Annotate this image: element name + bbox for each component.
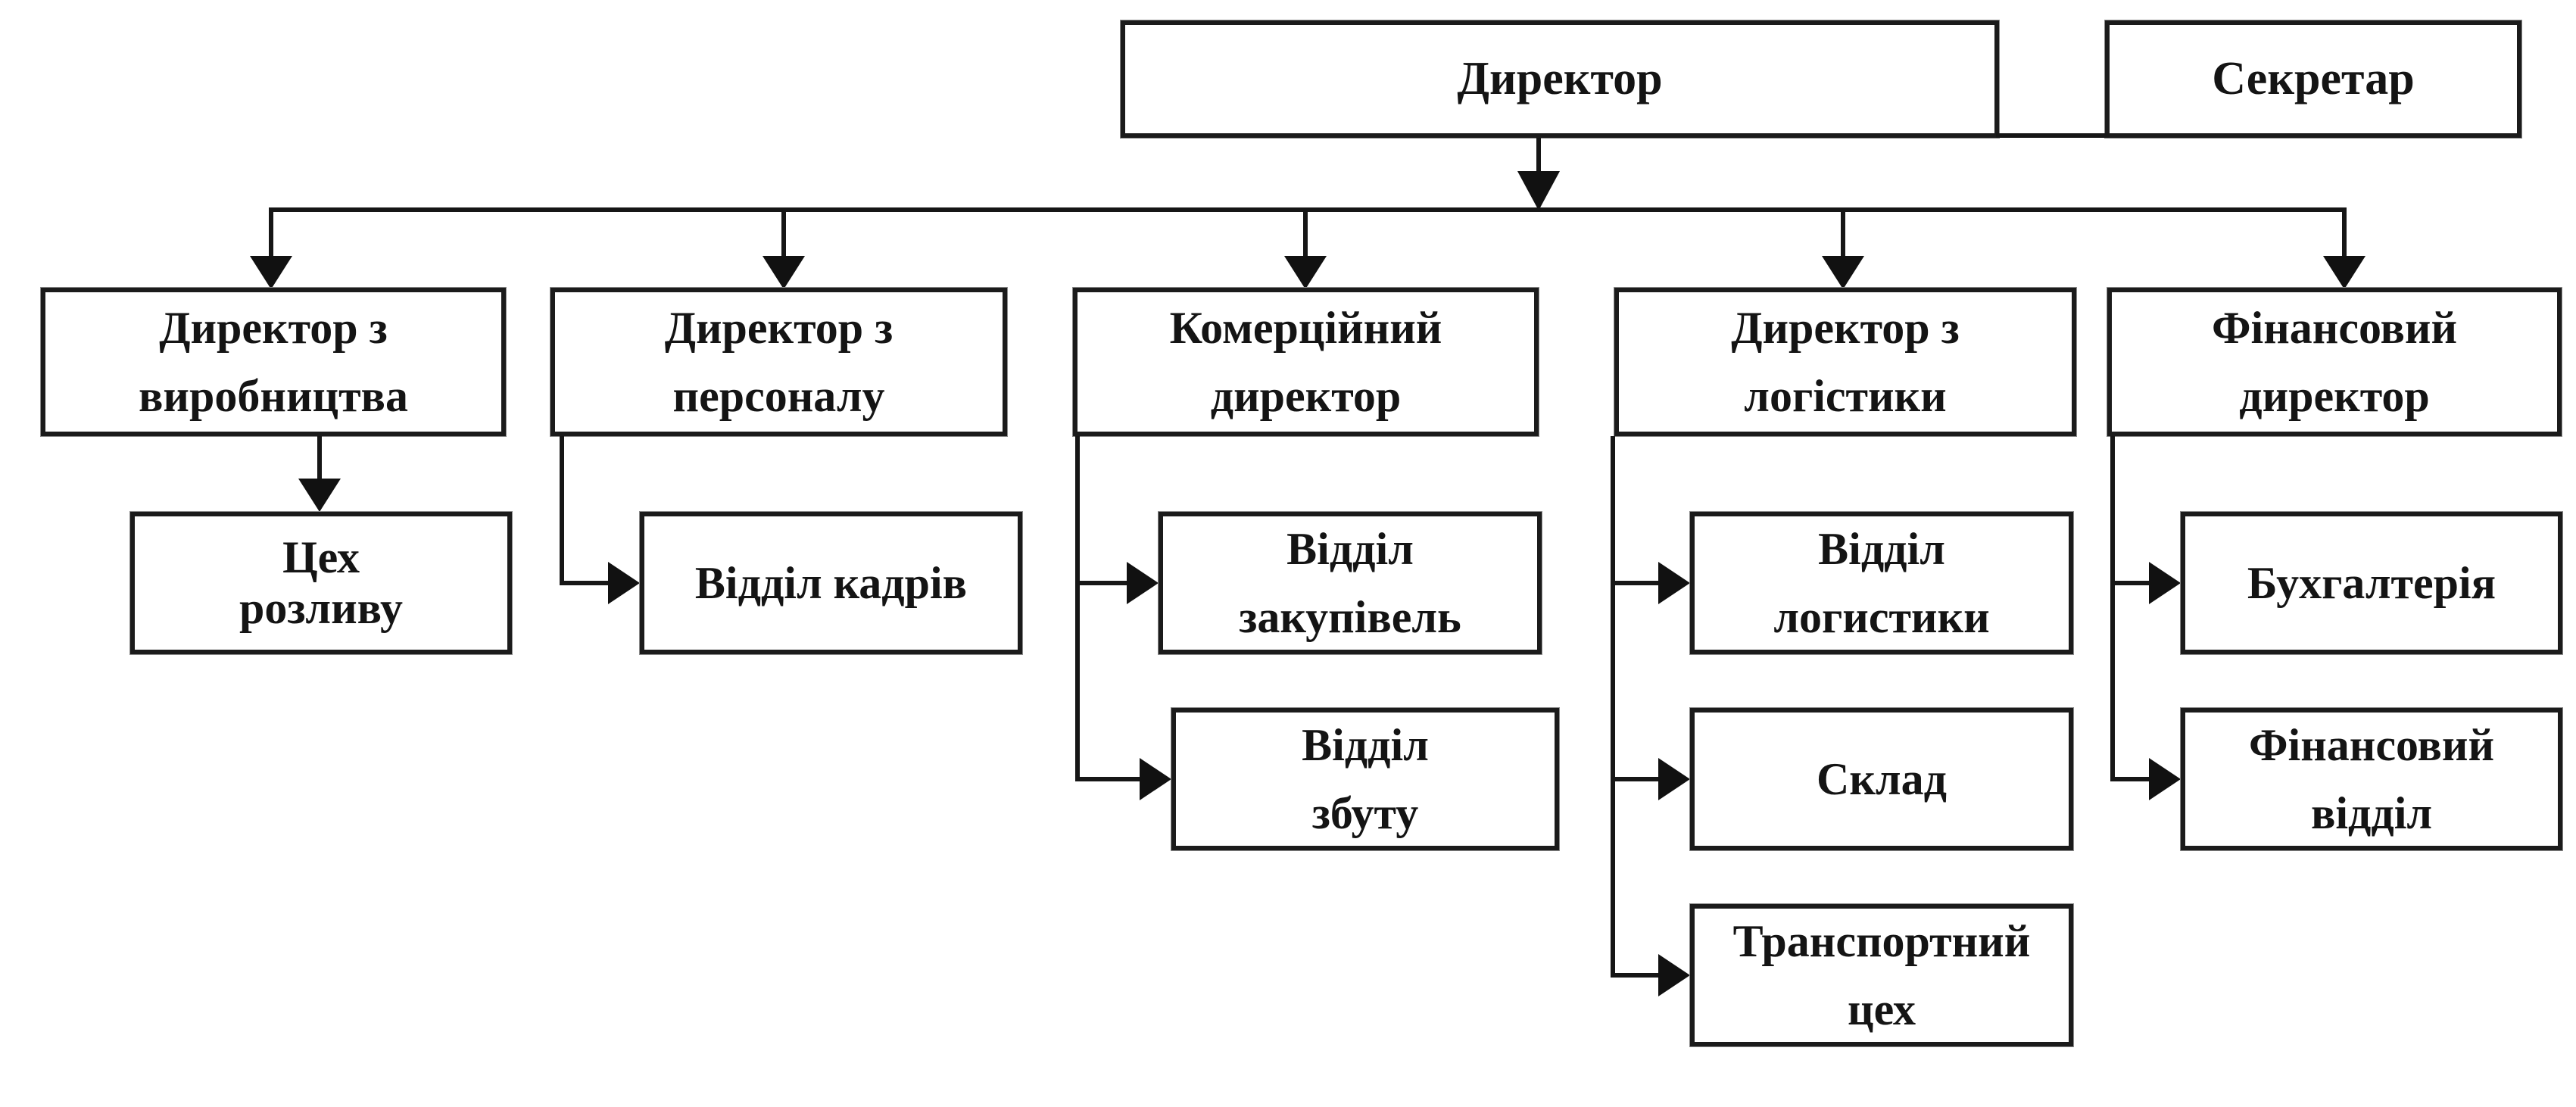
arrowhead-branch5-icon bbox=[2323, 256, 2365, 289]
node-hr-director: Директор з персоналу bbox=[550, 288, 1007, 436]
connector-branch2-drop bbox=[781, 209, 786, 259]
arrowhead-finance-dept-icon bbox=[2149, 758, 2181, 800]
node-accounting: Бухгалтерія bbox=[2181, 512, 2562, 654]
connector-distribution-line bbox=[269, 207, 2347, 212]
node-transport-shop: Транспортний цех bbox=[1690, 904, 2073, 1046]
node-sales-department: Відділ збуту bbox=[1171, 708, 1559, 850]
arrowhead-sales-icon bbox=[1140, 758, 1171, 800]
node-hr-department: Відділ кадрів bbox=[640, 512, 1022, 654]
connector-logistics-elbow-vertical bbox=[1611, 436, 1615, 978]
connector-accounting-horizontal bbox=[2110, 581, 2150, 585]
connector-director-secretary bbox=[1996, 133, 2110, 138]
node-financial-director: Фінансовий директор bbox=[2107, 288, 2562, 436]
arrowhead-logistics-dept-icon bbox=[1658, 562, 1690, 604]
node-secretary: Секретар bbox=[2105, 20, 2521, 138]
node-hr-department-label: Відділ кадрів bbox=[694, 558, 968, 608]
node-hr-director-line2: персоналу bbox=[672, 371, 885, 421]
node-commercial-director-line1: Комерційний bbox=[1169, 303, 1442, 353]
connector-finance-elbow-vertical bbox=[2110, 436, 2115, 781]
node-bottling-shop-line2: розливу bbox=[239, 583, 404, 633]
node-transport-line2: цех bbox=[1848, 984, 1916, 1034]
arrowhead-branch2-icon bbox=[763, 256, 805, 289]
connector-transport-horizontal bbox=[1611, 973, 1660, 978]
node-purchasing-department: Відділ закупівель bbox=[1159, 512, 1542, 654]
connector-purchasing-horizontal bbox=[1075, 581, 1128, 585]
connector-logistics-dept-horizontal bbox=[1611, 581, 1660, 585]
node-finance-dept-line2: відділ bbox=[2310, 788, 2433, 838]
arrowhead-workshop-icon bbox=[298, 479, 341, 512]
node-logistics-director-line1: Директор з bbox=[1731, 303, 1960, 353]
node-logistics-director: Директор з логістики bbox=[1614, 288, 2076, 436]
connector-branch1-drop bbox=[269, 209, 273, 259]
node-logistics-dept-line1: Відділ bbox=[1818, 524, 1945, 574]
node-warehouse-label: Склад bbox=[1817, 754, 1947, 804]
connector-director-drop-shaft bbox=[1536, 138, 1541, 174]
connector-finance-dept-horizontal bbox=[2110, 777, 2150, 781]
node-hr-director-line1: Директор з bbox=[664, 303, 893, 353]
node-director: Директор bbox=[1121, 20, 1999, 138]
connector-commercial-elbow-vertical bbox=[1075, 436, 1080, 781]
connector-branch4-drop bbox=[1841, 209, 1845, 259]
arrowhead-director-drop-icon bbox=[1517, 171, 1560, 210]
node-financial-director-line2: директор bbox=[2239, 371, 2430, 421]
node-secretary-label: Секретар bbox=[2212, 53, 2415, 104]
arrowhead-accounting-icon bbox=[2149, 562, 2181, 604]
node-bottling-shop-line1: Цех bbox=[282, 532, 360, 582]
node-logistics-dept-line2: логистики bbox=[1773, 592, 1990, 642]
node-commercial-director-line2: директор bbox=[1210, 371, 1402, 421]
connector-hr-elbow-vertical bbox=[560, 436, 564, 585]
node-transport-line1: Транспортний bbox=[1732, 916, 2031, 966]
connector-hr-elbow-horizontal bbox=[560, 581, 610, 585]
node-financial-director-line1: Фінансовий bbox=[2211, 303, 2458, 353]
arrowhead-transport-icon bbox=[1658, 954, 1690, 996]
node-production-director-line1: Директор з bbox=[159, 303, 388, 353]
connector-warehouse-horizontal bbox=[1611, 777, 1660, 781]
node-purchasing-line1: Відділ bbox=[1286, 524, 1414, 574]
node-finance-department: Фінансовий відділ bbox=[2181, 708, 2562, 850]
node-sales-line2: збуту bbox=[1311, 788, 1419, 838]
arrowhead-branch1-icon bbox=[250, 256, 292, 289]
node-bottling-shop: Цех розливу bbox=[130, 512, 512, 654]
node-logistics-director-line2: логістики bbox=[1744, 371, 1947, 421]
connector-branch5-drop bbox=[2342, 209, 2347, 259]
arrowhead-branch4-icon bbox=[1822, 256, 1864, 289]
connector-workshop-shaft bbox=[317, 436, 322, 482]
node-finance-dept-line1: Фінансовий bbox=[2248, 720, 2495, 770]
arrowhead-hr-dept-icon bbox=[608, 562, 640, 604]
connector-sales-horizontal bbox=[1075, 777, 1141, 781]
arrowhead-branch3-icon bbox=[1284, 256, 1327, 289]
node-director-label: Директор bbox=[1457, 53, 1663, 104]
node-sales-line1: Відділ bbox=[1302, 720, 1429, 770]
node-production-director: Директор з виробництва bbox=[41, 288, 506, 436]
node-purchasing-line2: закупівель bbox=[1239, 592, 1461, 642]
node-commercial-director: Комерційний директор bbox=[1073, 288, 1539, 436]
connector-branch3-drop bbox=[1303, 209, 1308, 259]
node-warehouse: Склад bbox=[1690, 708, 2073, 850]
node-production-director-line2: виробництва bbox=[139, 371, 408, 421]
node-logistics-department: Відділ логистики bbox=[1690, 512, 2073, 654]
arrowhead-purchasing-icon bbox=[1127, 562, 1159, 604]
arrowhead-warehouse-icon bbox=[1658, 758, 1690, 800]
node-accounting-label: Бухгалтерія bbox=[2247, 558, 2496, 608]
